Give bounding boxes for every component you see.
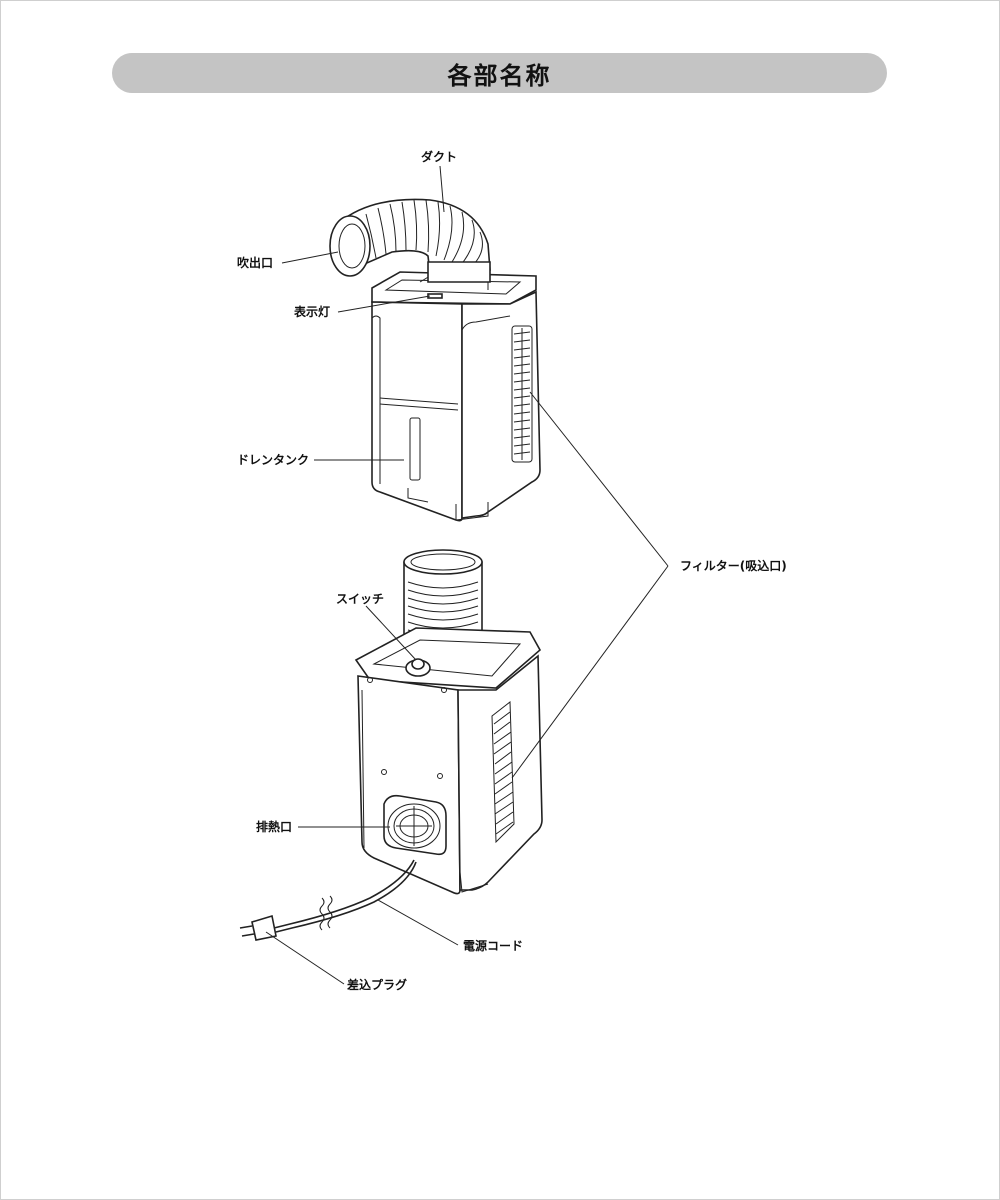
duct-hose-illustration	[329, 198, 491, 283]
page-title: 各部名称	[447, 61, 552, 90]
label-filter: フィルター(吸込口)	[680, 559, 787, 573]
label-exhaust: 排熱口	[256, 820, 293, 834]
label-power-cord: 電源コード	[463, 939, 524, 953]
power-cord-illustration	[239, 859, 417, 941]
label-indicator: 表示灯	[294, 305, 331, 319]
rear-unit-illustration	[354, 549, 543, 895]
label-drain-tank: ドレンタンク	[237, 453, 310, 467]
title-bar: 各部名称	[112, 53, 887, 93]
front-unit-illustration	[371, 271, 541, 522]
leader-lines	[265, 165, 669, 985]
label-plug: 差込プラグ	[347, 978, 408, 992]
label-outlet: 吹出口	[237, 256, 274, 270]
label-duct: ダクト	[421, 150, 458, 164]
label-switch: スイッチ	[336, 592, 385, 606]
